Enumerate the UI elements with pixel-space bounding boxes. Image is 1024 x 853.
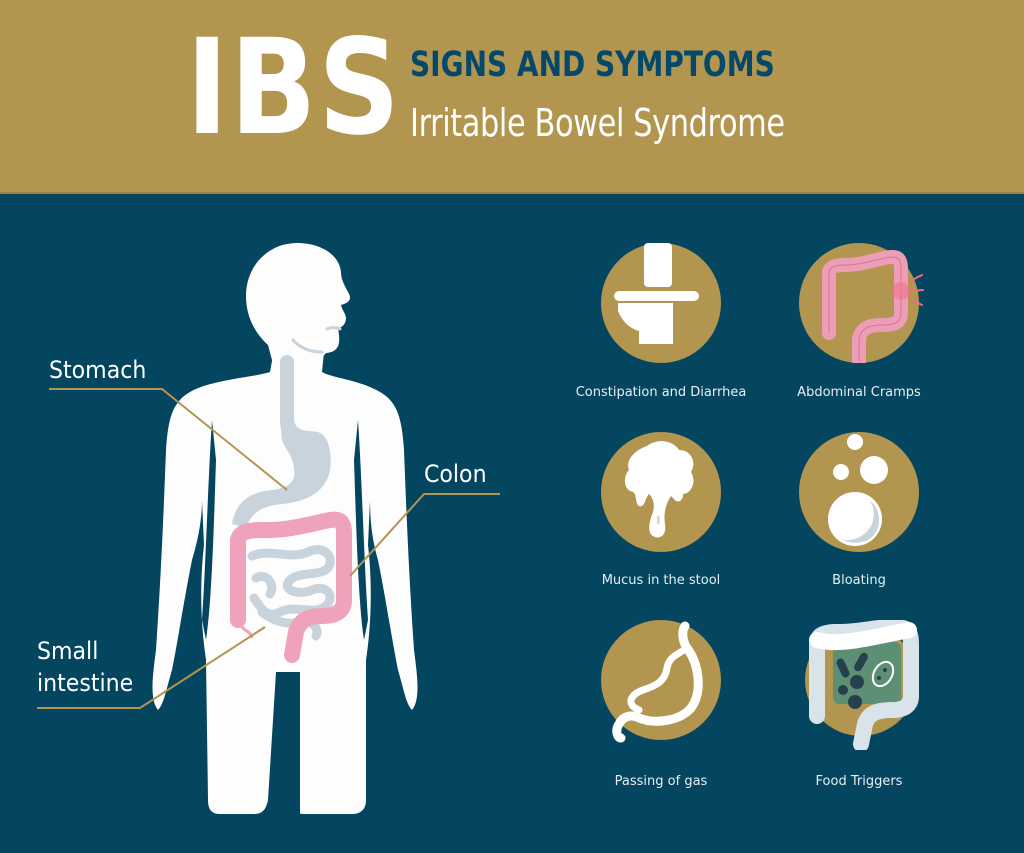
small-intestine-label-line1: Small — [37, 637, 99, 665]
header-banner: IBS SIGNS AND SYMPTOMS Irritable Bowel S… — [0, 0, 1024, 193]
mucus-drip-icon — [601, 432, 721, 552]
bacteria-colon-icon — [805, 620, 919, 750]
symptom-caption-cramps: Abdominal Cramps — [797, 385, 921, 400]
mouth-line — [325, 326, 342, 331]
colon-leader-line — [349, 493, 500, 577]
header-divider — [0, 192, 1024, 194]
main-title: SIGNS AND SYMPTOMS — [410, 45, 775, 85]
human-body-illustration — [37, 243, 500, 814]
colon-cramp-icon — [799, 243, 924, 363]
leg-gap — [276, 672, 300, 814]
small-intestine-label-line2: intestine — [37, 669, 134, 697]
symptom-caption-mucus: Mucus in the stool — [601, 573, 721, 588]
stomach-outline-icon — [601, 620, 721, 743]
colon-organ — [230, 511, 352, 663]
symptom-caption-bloating: Bloating — [832, 573, 886, 588]
symptom-caption-gas: Passing of gas — [614, 774, 708, 789]
stomach-leader-line — [49, 388, 288, 491]
toilet-icon — [601, 243, 721, 363]
main-panel: Stomach Colon Small intestine Constipati… — [0, 194, 1024, 853]
jaw-line — [291, 338, 324, 354]
symptom-caption-food: Food Triggers — [815, 774, 903, 789]
right-arm-gap — [354, 420, 368, 640]
stomach-organ — [232, 355, 331, 528]
symptom-caption-constipation: Constipation and Diarrhea — [575, 385, 747, 400]
stomach-label: Stomach — [49, 356, 147, 384]
colon-label: Colon — [424, 460, 487, 488]
left-arm-gap — [202, 420, 216, 640]
small-intestine-leader-line — [37, 626, 266, 709]
subtitle: Irritable Bowel Syndrome — [410, 101, 785, 145]
bubbles-icon — [799, 432, 919, 552]
leader-lines — [37, 388, 500, 709]
acronym-title: IBS — [186, 11, 402, 165]
